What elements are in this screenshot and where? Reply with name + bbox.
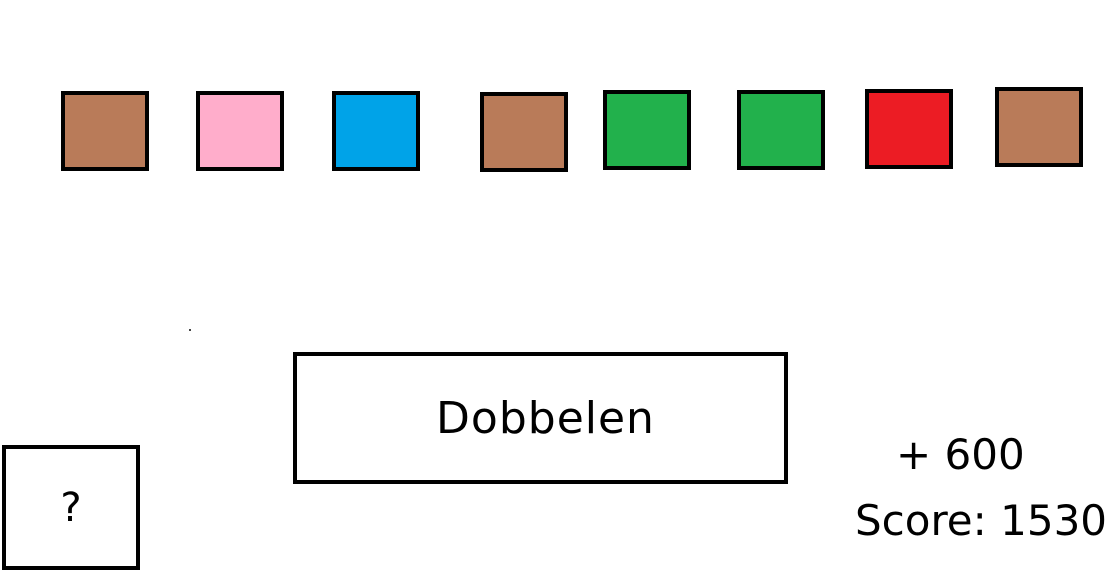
stray-dot bbox=[189, 329, 191, 331]
roll-dice-button-label: Dobbelen bbox=[436, 392, 655, 444]
color-tile bbox=[995, 87, 1083, 167]
color-tile bbox=[196, 91, 284, 171]
color-tile bbox=[480, 92, 568, 172]
color-tile bbox=[865, 89, 953, 169]
color-tile bbox=[332, 91, 420, 171]
roll-dice-button[interactable]: Dobbelen bbox=[293, 352, 788, 484]
bonus-points-text: + 600 bbox=[896, 430, 1025, 479]
question-mark-icon: ? bbox=[60, 484, 82, 531]
color-tile bbox=[61, 91, 149, 171]
score-text: Score: 1530 bbox=[855, 496, 1108, 545]
mystery-box[interactable]: ? bbox=[2, 445, 140, 570]
color-tile bbox=[603, 90, 691, 170]
color-tile bbox=[737, 90, 825, 170]
